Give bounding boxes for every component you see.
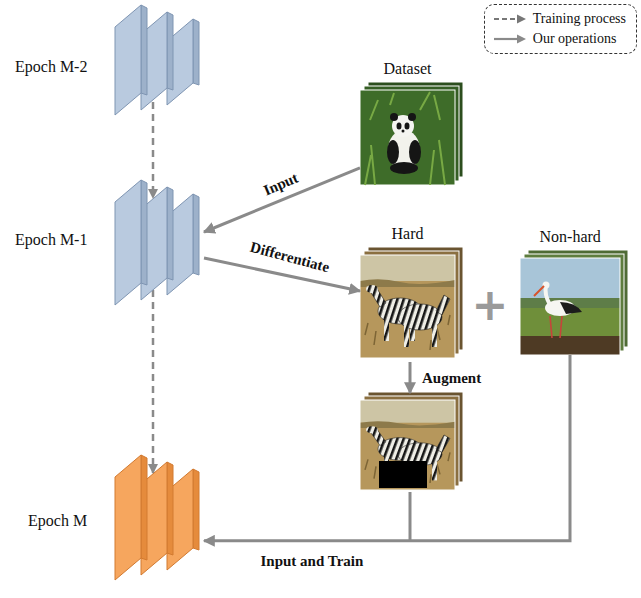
- operation-arrow: [204, 355, 570, 541]
- layer-stack: Epoch M: [115, 455, 210, 585]
- edge-label: Input and Train: [259, 553, 366, 570]
- image-node: Dataset: [360, 90, 455, 185]
- legend-text: Training process: [533, 11, 626, 27]
- legend-row: Training process: [493, 9, 626, 29]
- image-heading: Non-hard: [540, 228, 601, 246]
- layer-slabs: [115, 5, 210, 120]
- layer-stack: Epoch M-2: [115, 5, 210, 120]
- image-heading: Hard: [392, 225, 424, 243]
- dashed-arrow-sample: [493, 13, 527, 25]
- epoch-label: Epoch M-2: [15, 58, 87, 76]
- layer-slabs: [115, 180, 210, 310]
- legend-text: Our operations: [533, 31, 617, 47]
- legend-row: Our operations: [493, 29, 626, 49]
- image-heading: Dataset: [384, 60, 432, 78]
- plus-sign: +: [470, 280, 511, 331]
- image-node: Hard: [360, 255, 455, 358]
- operation-label: Augment: [420, 370, 483, 387]
- training-arrow: [152, 102, 155, 198]
- solid-arrow-sample: [493, 33, 527, 45]
- epoch-label: Epoch M-1: [15, 231, 87, 249]
- training-arrow: [152, 290, 155, 473]
- image-node: Non-hard: [520, 258, 620, 355]
- operation-arrow: [204, 168, 360, 232]
- legend-box: Training processOur operations: [484, 4, 637, 54]
- epoch-label: Epoch M: [28, 512, 87, 530]
- layer-slabs: [115, 455, 210, 585]
- layer-stack: Epoch M-1: [115, 180, 210, 310]
